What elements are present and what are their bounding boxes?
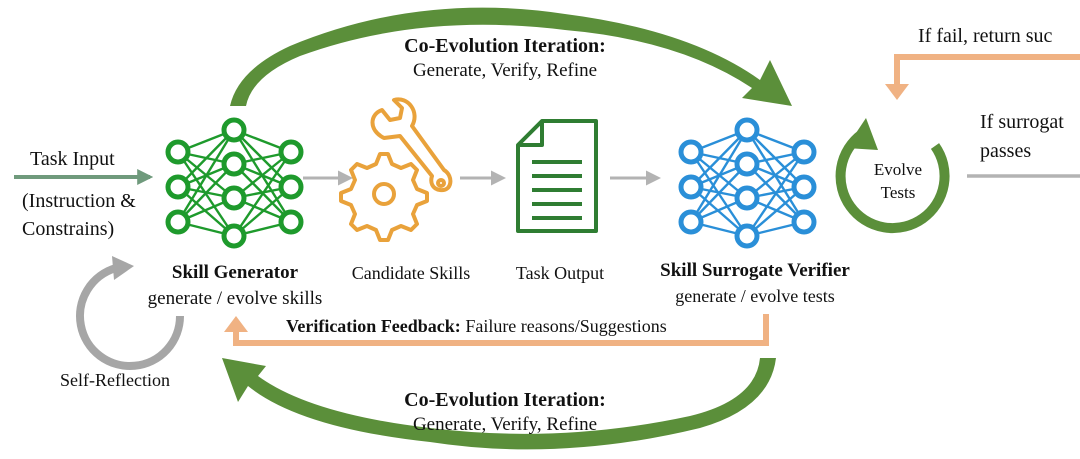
self-reflection-label: Self-Reflection <box>60 370 170 390</box>
task-input-detail-line2: Constrains) <box>22 218 115 240</box>
wrench-gear-icon <box>339 97 453 242</box>
network-node <box>165 139 191 165</box>
verifier-subtitle: generate / evolve tests <box>675 286 835 306</box>
network-node <box>734 151 760 177</box>
top-coevolution-subtitle: Generate, Verify, Refine <box>412 60 598 81</box>
generator-subtitle: generate / evolve skills <box>147 288 323 309</box>
network-node <box>791 209 817 235</box>
network-node <box>165 209 191 235</box>
verification-feedback-label: Verification Feedback: Failure reasons/S… <box>286 316 667 337</box>
verification-feedback-arrow <box>224 314 769 346</box>
network-edge <box>177 163 235 223</box>
network-edge <box>690 129 748 188</box>
neural-network-icon <box>678 117 817 249</box>
network-node <box>734 185 760 211</box>
bottom-coevolution-subtitle: Generate, Verify, Refine <box>412 414 598 435</box>
network-node <box>678 139 704 165</box>
evolve-tests-line2: Tests <box>880 183 916 202</box>
network-edge <box>233 151 292 237</box>
network-edge <box>746 151 805 237</box>
network-edge <box>746 186 805 237</box>
network-edge <box>690 163 748 223</box>
network-node <box>791 139 817 165</box>
top-coevolution-title: Co-Evolution Iteration: <box>404 35 606 57</box>
fail-return-arrow <box>885 54 1080 100</box>
candidate-skills-label: Candidate Skills <box>351 263 471 283</box>
network-node <box>734 223 760 249</box>
network-node <box>221 223 247 249</box>
network-node <box>678 174 704 200</box>
network-node <box>165 174 191 200</box>
network-edge <box>176 129 236 223</box>
verifier-title: Skill Surrogate Verifier <box>660 260 850 281</box>
network-node <box>678 209 704 235</box>
network-node <box>221 185 247 211</box>
circular-arrow-icon <box>835 118 950 234</box>
network-edge <box>689 129 749 223</box>
evolve-tests-line1: Evolve <box>873 160 923 179</box>
surrogate-passes-line2: passes <box>980 140 1032 162</box>
task-input-detail-line1: (Instruction & <box>22 190 136 212</box>
verification-feedback-heading: Verification Feedback: <box>286 316 461 336</box>
network-node <box>278 209 304 235</box>
network-edge <box>233 186 292 237</box>
network-node <box>221 117 247 143</box>
network-node <box>278 174 304 200</box>
bottom-coevolution-title: Co-Evolution Iteration: <box>404 389 606 411</box>
network-node <box>734 117 760 143</box>
task-output-label: Task Output <box>515 263 605 283</box>
document-icon <box>516 119 598 233</box>
generator-title: Skill Generator <box>171 262 299 283</box>
bottom-coevolution-arrow <box>222 358 776 450</box>
neural-network-icon <box>165 117 304 249</box>
network-node <box>278 139 304 165</box>
verification-feedback-detail: Failure reasons/Suggestions <box>460 316 667 336</box>
top-coevolution-arrow <box>230 7 792 106</box>
task-input-label: Task Input <box>30 148 115 170</box>
fail-return-label: If fail, return suc <box>918 25 1053 47</box>
circular-arrow-icon <box>76 256 184 370</box>
network-node <box>221 151 247 177</box>
network-node <box>791 174 817 200</box>
surrogate-passes-line1: If surrogat <box>980 111 1064 133</box>
network-edge <box>177 129 235 188</box>
